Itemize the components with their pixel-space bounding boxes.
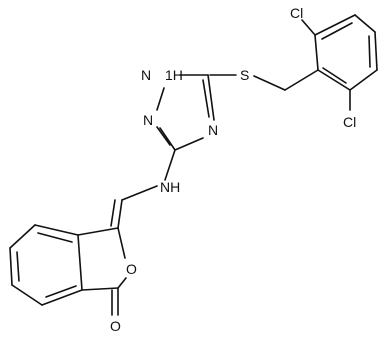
atom-n-lower-left: N bbox=[143, 112, 153, 128]
atom-sulfur: S bbox=[240, 67, 249, 83]
atom-o-ring: O bbox=[126, 261, 137, 277]
dichlorophenyl-ring bbox=[314, 14, 378, 91]
bond-exocyclic-double-a bbox=[117, 199, 123, 229]
atom-nh-ring-label: 1H bbox=[165, 67, 183, 83]
atom-cl-bottom: Cl bbox=[343, 114, 356, 130]
atom-nh-ring-n: N bbox=[141, 67, 151, 83]
bond-nh-ch bbox=[121, 185, 158, 201]
benzo-ring bbox=[9, 224, 83, 306]
bond-exocyclic-double-b bbox=[110, 199, 116, 227]
lactone-ring bbox=[77, 227, 126, 291]
atom-nh-link: NH bbox=[160, 179, 180, 195]
triazole-ring bbox=[156, 74, 215, 151]
atom-o-carbonyl: O bbox=[110, 318, 121, 334]
bond-ch2-s bbox=[253, 75, 286, 91]
bond-o-carbonyl-carbon bbox=[117, 277, 127, 289]
bond-cl-top bbox=[301, 19, 316, 36]
atom-n-right: N bbox=[208, 122, 218, 138]
atom-cl-top: Cl bbox=[290, 5, 303, 21]
bond-triazole-nh bbox=[164, 149, 176, 181]
bond-ring-ch2 bbox=[284, 69, 319, 91]
